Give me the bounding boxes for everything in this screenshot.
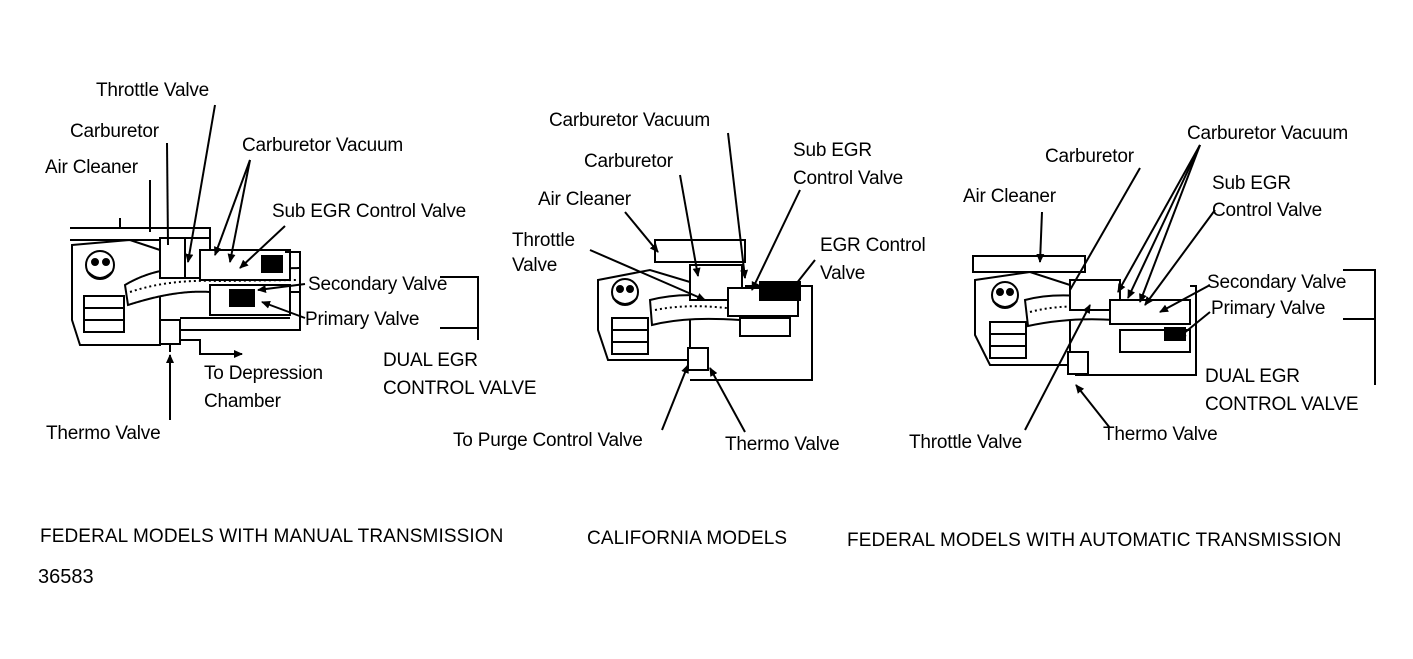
figure-number: 36583 [38, 566, 94, 588]
label-air-cleaner-left: Air Cleaner [45, 157, 138, 178]
label-valve-middle: Valve [512, 255, 558, 276]
leader-lines-left [149, 104, 479, 420]
caption-california: CALIFORNIA MODELS [587, 528, 788, 549]
label-control-valve-left: CONTROL VALVE [383, 378, 537, 399]
label-thermo-valve-middle: Thermo Valve [725, 434, 840, 455]
caption-federal-manual: FEDERAL MODELS WITH MANUAL TRANSMISSION [40, 526, 504, 547]
label-secondary-valve-right: Secondary Valve [1207, 272, 1347, 293]
label-primary-valve-left: Primary Valve [305, 309, 420, 330]
label-egr-control-middle: EGR Control [820, 235, 926, 256]
label-control-valve-caps-right: CONTROL VALVE [1205, 394, 1359, 415]
label-secondary-valve-left: Secondary Valve [308, 274, 448, 295]
label-chamber-left: Chamber [204, 391, 281, 412]
label-egr-valve-middle: Valve [820, 263, 866, 284]
label-sub-egr-right: Sub EGR [1212, 173, 1291, 194]
label-carburetor-vacuum-middle: Carburetor Vacuum [549, 110, 710, 131]
label-dual-egr-left: DUAL EGR [383, 350, 478, 371]
engine-illustration-middle [597, 239, 813, 381]
leader-lines-middle [589, 132, 816, 433]
label-carburetor-vacuum-left: Carburetor Vacuum [242, 135, 403, 156]
label-primary-valve-right: Primary Valve [1211, 298, 1326, 319]
leader-lines-right [1024, 144, 1376, 431]
label-throttle-valve-left: Throttle Valve [96, 80, 210, 101]
label-dual-egr-right: DUAL EGR [1205, 366, 1300, 387]
label-to-purge-control-valve: To Purge Control Valve [453, 430, 643, 451]
label-sub-egr-middle: Sub EGR [793, 140, 872, 161]
label-air-cleaner-middle: Air Cleaner [538, 189, 631, 210]
caption-federal-automatic: FEDERAL MODELS WITH AUTOMATIC TRANSMISSI… [847, 530, 1342, 551]
label-air-cleaner-right: Air Cleaner [963, 186, 1056, 207]
label-sub-egr-control-valve-left: Sub EGR Control Valve [272, 201, 466, 222]
label-thermo-valve-right: Thermo Valve [1103, 424, 1218, 445]
label-throttle-middle: Throttle [512, 230, 575, 251]
engine-illustration-right [972, 255, 1197, 376]
label-control-valve-middle: Control Valve [793, 168, 904, 189]
label-throttle-valve-right: Throttle Valve [909, 432, 1023, 453]
label-control-valve-right: Control Valve [1212, 200, 1323, 221]
label-thermo-valve-left: Thermo Valve [46, 423, 161, 444]
label-carburetor-left: Carburetor [70, 121, 159, 142]
label-to-depression-left: To Depression [204, 363, 323, 384]
label-carburetor-middle: Carburetor [584, 151, 673, 172]
engine-illustration-left [70, 218, 301, 355]
label-carburetor-vacuum-right: Carburetor Vacuum [1187, 123, 1348, 144]
label-carburetor-right: Carburetor [1045, 146, 1134, 167]
